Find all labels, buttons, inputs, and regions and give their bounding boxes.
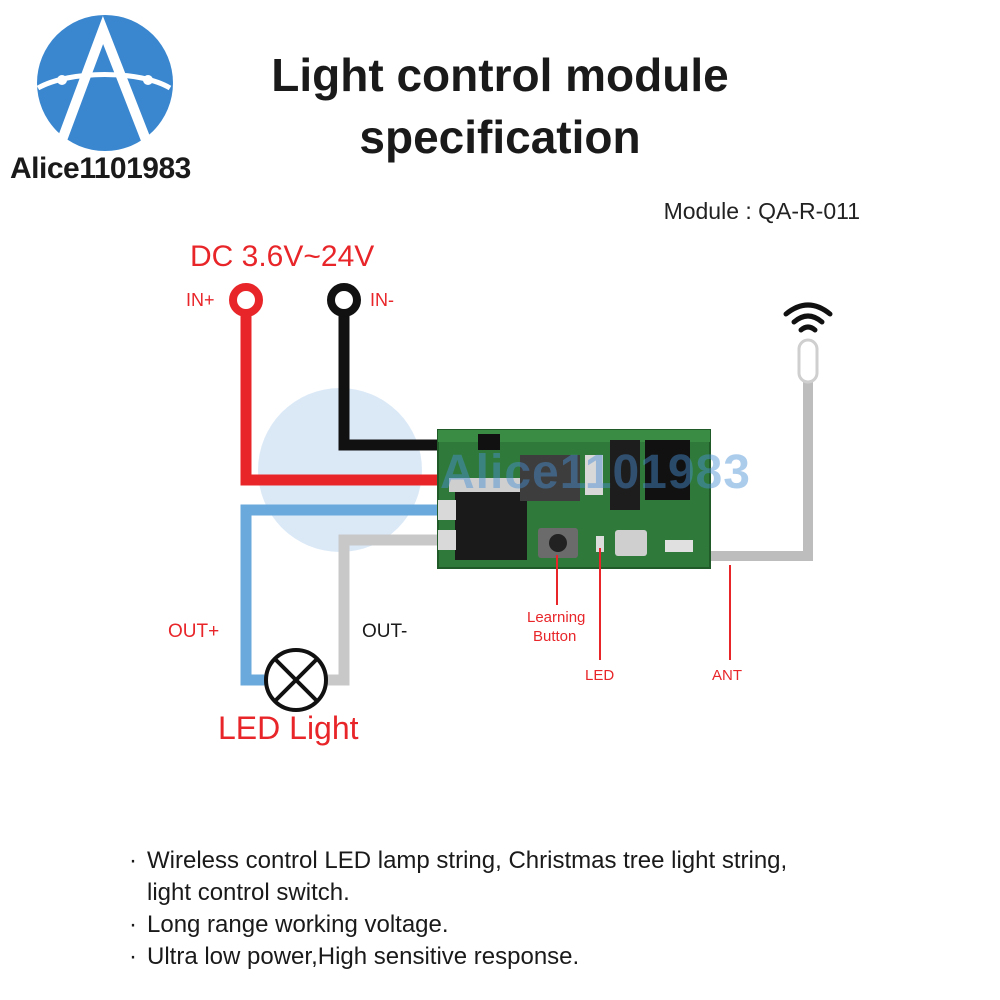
list-item-text: Ultra low power,High sensitive response.	[147, 943, 580, 970]
learning-button-label-line1: Learning	[527, 609, 586, 626]
wire-antenna	[705, 338, 819, 561]
lamp-icon	[264, 648, 328, 712]
list-item-text: Wireless control LED lamp string, Christ…	[147, 847, 788, 874]
wifi-signal-icon	[783, 302, 833, 333]
page-title-line1: Light control module	[271, 49, 729, 101]
out-minus-label: OUT-	[362, 621, 408, 642]
list-item: · Wireless control LED lamp string, Chri…	[125, 845, 925, 909]
list-item: · Long range working voltage.	[125, 909, 925, 941]
wire-in-minus	[338, 305, 440, 451]
logo-text: Alice1101983	[10, 152, 191, 185]
list-item-text: Long range working voltage.	[147, 911, 449, 938]
led-light-label: LED Light	[218, 710, 359, 746]
module-label: Module : QA-R-011	[663, 198, 860, 224]
logo-icon	[36, 15, 173, 151]
led-label: LED	[585, 667, 615, 684]
watermark-text: Alice1101983	[440, 446, 751, 499]
wire-out-plus	[240, 504, 440, 686]
pcb-module	[437, 429, 711, 569]
list-item: · Ultra low power,High sensitive respons…	[125, 941, 925, 973]
bullet-dot: ·	[129, 847, 137, 874]
ant-label: ANT	[712, 667, 742, 684]
bullet-dot: ·	[129, 911, 137, 938]
power-label: DC 3.6V~24V	[190, 240, 375, 273]
list-item-text: light control switch.	[147, 879, 350, 906]
in-minus-label: IN-	[370, 290, 394, 310]
terminal-icon	[229, 283, 361, 317]
page-title-line2: specification	[359, 111, 641, 163]
bullet-dot: ·	[129, 943, 137, 970]
in-plus-label: IN+	[186, 290, 215, 310]
feature-list: · Wireless control LED lamp string, Chri…	[125, 845, 925, 973]
wire-out-minus	[324, 534, 440, 686]
learning-button-label-line2: Button	[533, 628, 577, 645]
out-plus-label: OUT+	[168, 621, 220, 642]
wire-in-plus	[240, 305, 440, 486]
